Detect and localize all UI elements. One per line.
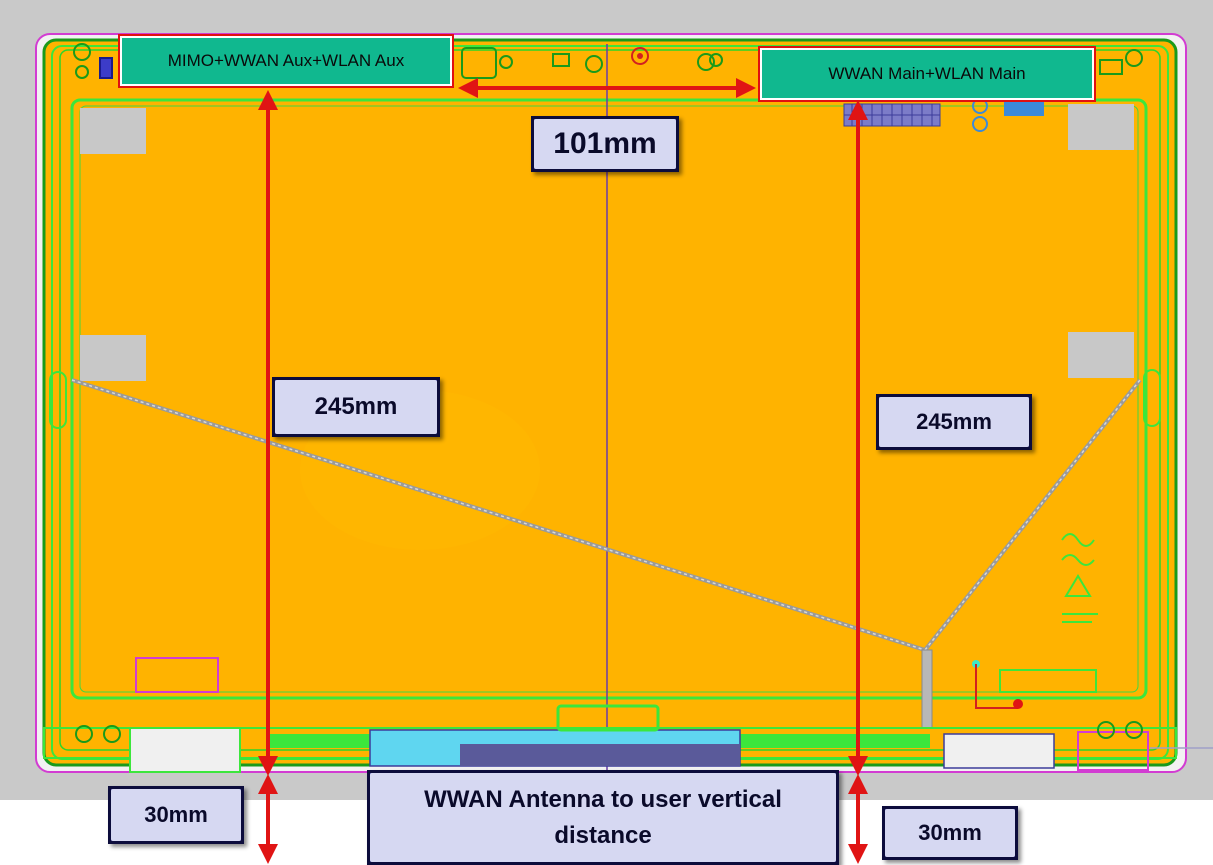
- caption-text: WWAN Antenna to user vertical distance: [370, 773, 836, 862]
- vent-grid: [843, 98, 1044, 132]
- spacing-dimension-label: 101mm: [531, 116, 679, 172]
- caption-label: WWAN Antenna to user vertical distance: [367, 770, 839, 865]
- offset-left-dimension-text: 30mm: [111, 789, 241, 841]
- measurement-arrows: [258, 78, 868, 864]
- antenna-label-main: WWAN Main+WLAN Main: [758, 46, 1096, 102]
- display-panel: [49, 44, 1161, 770]
- height-right-dimension-label: 245mm: [876, 394, 1032, 450]
- height-right-dimension-text: 245mm: [879, 397, 1029, 447]
- height-left-dimension-text: 245mm: [275, 380, 437, 434]
- antenna-label-aux-text: MIMO+WWAN Aux+WLAN Aux: [167, 51, 405, 70]
- label-outline: [135, 657, 219, 693]
- offset-left-dimension-label: 30mm: [108, 786, 244, 844]
- spacing-dimension-text: 101mm: [534, 119, 676, 169]
- offset-right-dimension-text: 30mm: [885, 809, 1015, 857]
- offset-right-dimension-label: 30mm: [882, 806, 1018, 860]
- antenna-cables: [71, 378, 1142, 729]
- bottom-hinge-details: [43, 704, 1213, 773]
- height-left-dimension-label: 245mm: [272, 377, 440, 437]
- antenna-label-main-text: WWAN Main+WLAN Main: [828, 64, 1026, 83]
- regulatory-marks-icon: [972, 533, 1098, 709]
- top-hinge-details: [73, 43, 1143, 79]
- antenna-label-aux: MIMO+WWAN Aux+WLAN Aux: [118, 34, 454, 88]
